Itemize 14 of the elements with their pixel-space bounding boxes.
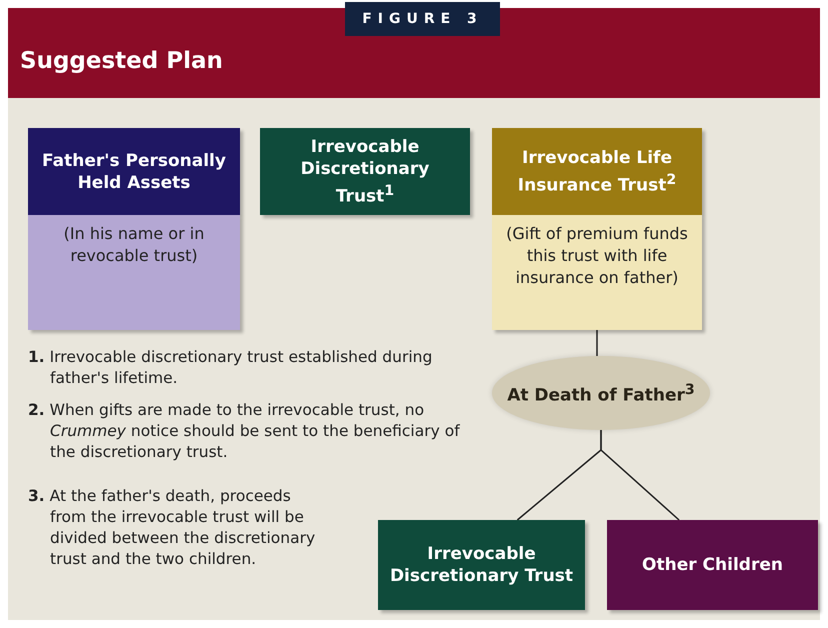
- trust-box: Irrevocable Discretionary Trust: [378, 520, 585, 610]
- title: Suggested Plan: [20, 48, 223, 74]
- box-heading: Irrevocable Life Insurance Trust$^{2}$: [492, 128, 702, 215]
- footnote: 1. Irrevocable discretionary trust established during father's lifetime.: [28, 347, 434, 389]
- trust-box: Irrevocable Discretionary Trust$^{1}$: [260, 128, 470, 215]
- connector-line: [600, 430, 680, 521]
- footnote: 3. At the father's death, proceeds from the irrevocable trust will be divided between the discretionary trust and the two children.: [28, 486, 316, 570]
- box-body: (In his name or in revocable trust): [28, 215, 240, 330]
- footnote: 2. When gifts are made to the irrevocable trust, no Crummey notice should be sent to the beneficiary of the discretionary trust.: [28, 400, 461, 463]
- connector-line: [596, 330, 598, 356]
- box-heading: Father's Personally Held Assets: [28, 128, 240, 215]
- figure-badge: FIGURE 3: [345, 2, 500, 36]
- trust-box: Other Children: [607, 520, 818, 610]
- box-body: (Gift of premium funds this trust with life insurance on father): [492, 215, 702, 330]
